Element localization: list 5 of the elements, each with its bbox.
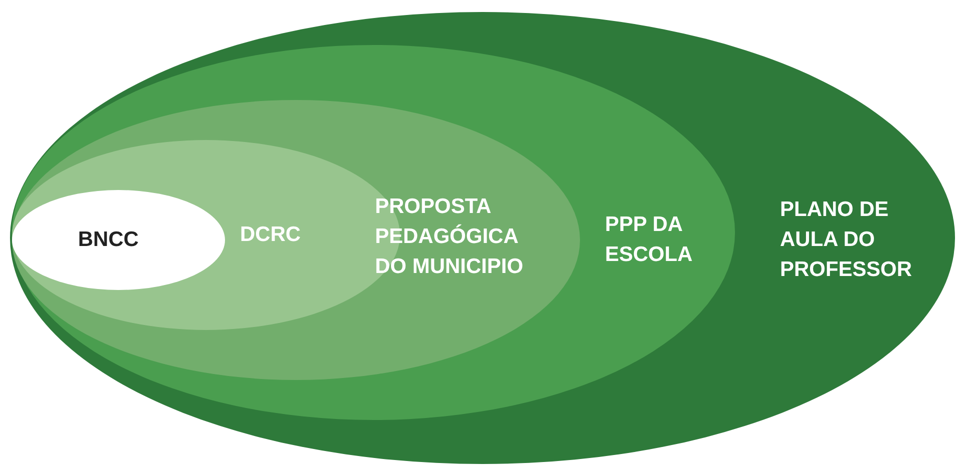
region-label: BNCC xyxy=(78,227,140,253)
region-label: PLANO DE AULA DO PROFESSOR xyxy=(780,197,913,283)
region-label: PPP DA ESCOLA xyxy=(605,212,694,268)
region-label: PROPOSTA PEDAGÓGICA DO MUNICIPIO xyxy=(375,194,524,280)
region-label: DCRC xyxy=(240,222,302,248)
